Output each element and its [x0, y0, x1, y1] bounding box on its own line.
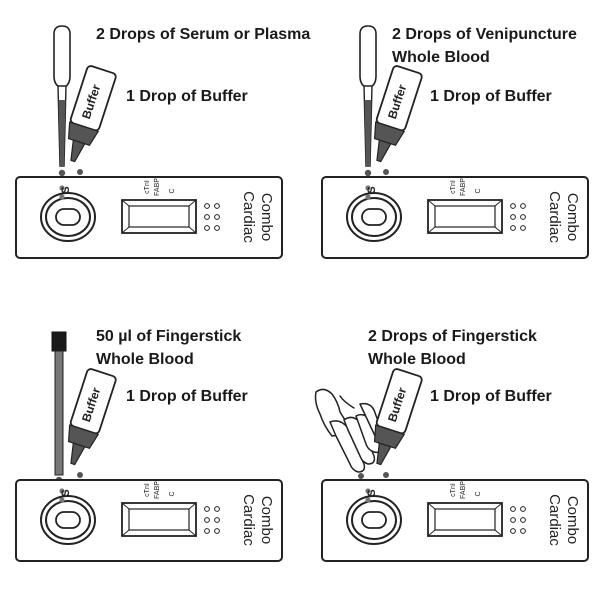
line-label-ctni: cTnI	[450, 180, 457, 194]
line-label-ctni: cTnI	[144, 180, 151, 194]
line-label-fabp: FABP	[154, 178, 161, 196]
sample-well-label: S	[60, 489, 72, 496]
sample-dot	[365, 194, 371, 200]
sample-dot	[59, 497, 65, 503]
brand-cardiac: Cardiac	[240, 494, 257, 546]
brand-cardiac: Cardiac	[546, 191, 563, 243]
sample-instruction: 2 Drops of Serum or Plasma	[96, 26, 311, 43]
dropper-pipette-icon	[359, 25, 377, 177]
result-window	[427, 199, 503, 234]
sample-dot	[59, 488, 65, 494]
buffer-bottle-icon: Buffer	[373, 368, 423, 466]
line-label-c: C	[475, 491, 482, 496]
sample-instruction-line2: Whole Blood	[368, 351, 466, 368]
sample-dot	[59, 194, 65, 200]
indicator-dots	[510, 506, 526, 534]
buffer-drop	[77, 169, 83, 175]
sample-dot	[365, 497, 371, 503]
buffer-instruction: 1 Drop of Buffer	[430, 88, 552, 105]
sample-well	[346, 192, 402, 242]
hand-finger-icon	[314, 388, 384, 479]
brand-combo: Combo	[258, 193, 275, 241]
buffer-drop	[383, 472, 389, 478]
sample-instruction: 2 Drops of Venipuncture	[392, 26, 577, 43]
test-cassette	[15, 176, 283, 259]
brand-combo: Combo	[564, 496, 581, 544]
buffer-drop	[77, 472, 83, 478]
test-cassette	[15, 479, 283, 562]
line-label-c: C	[169, 188, 176, 193]
indicator-dots	[204, 506, 220, 534]
buffer-bottle-icon: Buffer	[67, 65, 117, 163]
sample-instruction: 2 Drops of Fingerstick	[368, 328, 537, 345]
test-cassette	[321, 176, 589, 259]
sample-instruction: 50 µl of Fingerstick	[96, 328, 242, 345]
sample-dot	[365, 488, 371, 494]
result-window	[427, 502, 503, 537]
line-label-fabp: FABP	[460, 481, 467, 499]
line-label-c: C	[169, 491, 176, 496]
result-window	[121, 199, 197, 234]
line-label-ctni: cTnI	[450, 483, 457, 497]
sample-well	[40, 192, 96, 242]
sample-well-label: S	[366, 489, 378, 496]
buffer-drop	[383, 169, 389, 175]
buffer-instruction: 1 Drop of Buffer	[126, 388, 248, 405]
indicator-dots	[204, 203, 220, 231]
brand-cardiac: Cardiac	[546, 494, 563, 546]
sample-dot	[59, 185, 65, 191]
buffer-instruction: 1 Drop of Buffer	[126, 88, 248, 105]
indicator-dots	[510, 203, 526, 231]
sample-instruction-line2: Whole Blood	[96, 351, 194, 368]
line-label-fabp: FABP	[460, 178, 467, 196]
sample-well-label: S	[366, 186, 378, 193]
line-label-ctni: cTnI	[144, 483, 151, 497]
sample-dot	[365, 185, 371, 191]
buffer-bottle-icon: Buffer	[373, 65, 423, 163]
sample-well	[40, 495, 96, 545]
brand-combo: Combo	[564, 193, 581, 241]
dropper-pipette-icon	[53, 25, 71, 177]
result-window	[121, 502, 197, 537]
brand-cardiac: Cardiac	[240, 191, 257, 243]
sample-instruction-line2: Whole Blood	[392, 49, 490, 66]
test-cassette	[321, 479, 589, 562]
sample-well-label: S	[60, 186, 72, 193]
buffer-instruction: 1 Drop of Buffer	[430, 388, 552, 405]
brand-combo: Combo	[258, 496, 275, 544]
line-label-c: C	[475, 188, 482, 193]
buffer-bottle-icon: Buffer	[67, 368, 117, 466]
sample-well	[346, 495, 402, 545]
line-label-fabp: FABP	[154, 481, 161, 499]
